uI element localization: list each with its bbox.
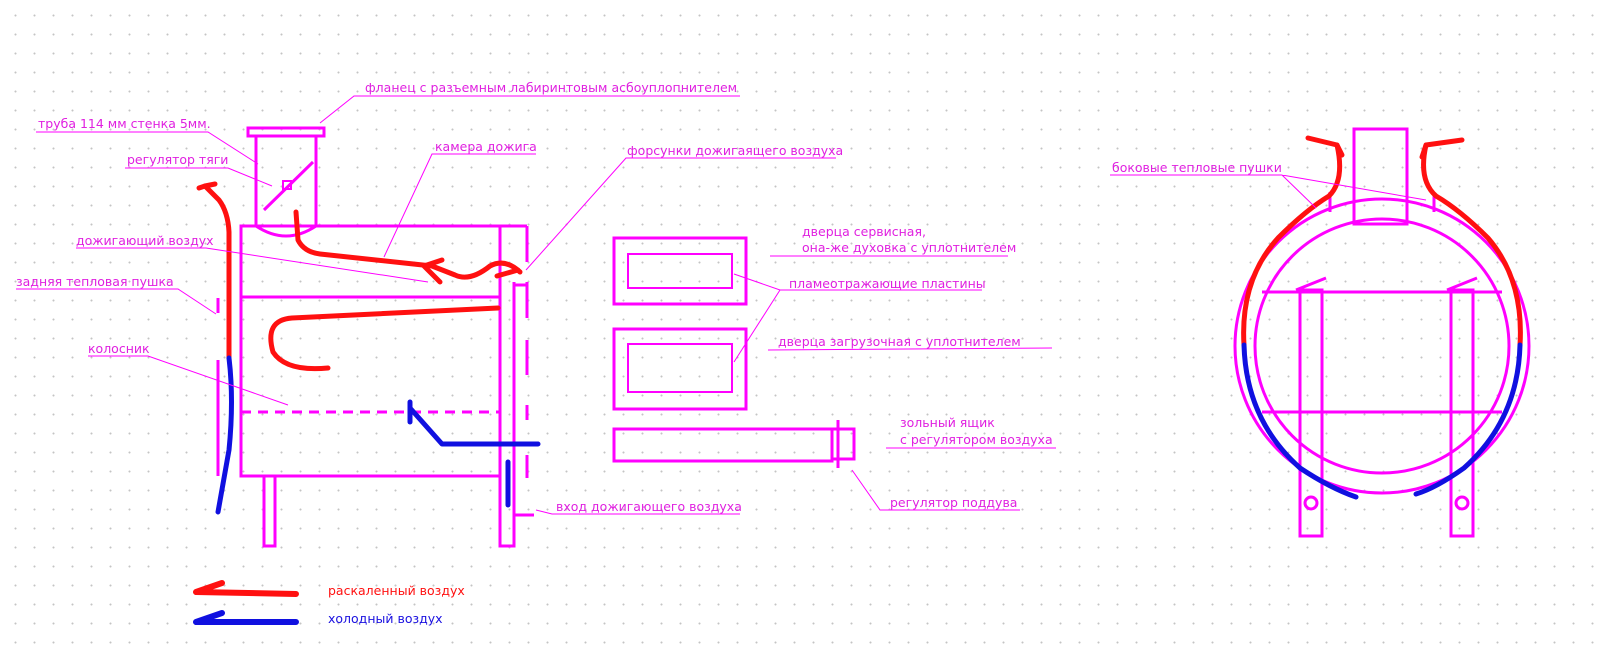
right-hot-arrow-head [1419, 137, 1465, 160]
leader-loading-door [767, 347, 1053, 351]
section-leg-right [1449, 288, 1475, 538]
label-afterburn-chamber: камера дожига [435, 139, 537, 154]
service-door [612, 236, 748, 306]
legend-hot-arrow [193, 580, 299, 597]
leg-hole-right [1454, 495, 1470, 511]
rear-cold-air-flow [215, 355, 234, 515]
chimney-pipe [254, 136, 318, 238]
draft-damper [262, 160, 315, 212]
inner-body [1253, 217, 1511, 475]
leader-grate [88, 355, 289, 406]
draft-damper-axle [282, 180, 292, 190]
stove-body [239, 224, 502, 478]
leader-side-guns [1110, 174, 1427, 209]
outer-shell [1233, 197, 1531, 495]
leader-chamber [383, 153, 536, 258]
leader-inlet [535, 509, 740, 515]
legend [193, 580, 299, 625]
left-cold-flow [1241, 342, 1359, 500]
right-hot-flow [1421, 142, 1523, 348]
leader-flange [319, 95, 740, 124]
label-pipe: труба 114 мм стенка 5мм. [38, 116, 211, 131]
leader-pipe [36, 131, 259, 165]
label-grate: колосник [88, 341, 150, 356]
label-loading-door: дверца загрузочная с уплотнителем [778, 334, 1021, 349]
stove-leg-rear [262, 476, 277, 548]
label-afterburn-air: дожигающий воздух [76, 233, 214, 248]
legend-cold-arrow [193, 610, 299, 625]
legend-cold-label: холодный воздух [328, 611, 443, 626]
left-hot-flow [1241, 142, 1343, 348]
chimney-flange [246, 126, 326, 138]
rear-hot-air-flow [202, 183, 232, 361]
label-flange: фланец с разъемным лабиринтовым асбоупло… [365, 80, 737, 95]
afterburn-hot-flow [293, 209, 523, 280]
label-ash-box-1: зольный ящик [900, 415, 995, 430]
section-leg-left [1298, 288, 1324, 538]
ash-cold-flow [407, 405, 541, 447]
leader-draft [125, 167, 273, 187]
loading-door [612, 327, 748, 411]
flame-plate-upper [627, 253, 733, 289]
legend-hot-label: раскаленный воздух [328, 583, 465, 598]
label-draft-regulator: регулятор тяги [127, 152, 228, 167]
section-chimney [1352, 127, 1409, 226]
label-side-heat-guns: боковые тепловые пушки [1112, 160, 1282, 175]
label-flame-plates: пламеотражающие пластины [789, 276, 986, 291]
ash-box-regulator [830, 427, 856, 461]
rear-hot-arrow-head [196, 181, 218, 191]
stove-leg-front [498, 440, 516, 548]
callout-labels: фланец с разъемным лабиринтовым асбоупло… [16, 80, 1282, 626]
stove-cross-section [1233, 127, 1531, 538]
label-rear-heat-gun: задняя тепловая пушка [16, 274, 174, 289]
firebox-hot-flow [268, 305, 501, 372]
callout-leaders [16, 95, 1427, 515]
leader-blower [851, 469, 1020, 511]
flame-plate-lower [627, 343, 733, 393]
ash-box [612, 427, 834, 463]
stove-front-view [612, 236, 856, 468]
leader-rear-gun [16, 288, 217, 315]
stove-side-view [216, 126, 534, 548]
leg-hole-left [1303, 495, 1319, 511]
label-service-door-2: она-же духовка с уплотнителем [802, 240, 1016, 255]
label-afterburn-inlet: вход дожигающего воздуха [556, 499, 742, 514]
label-service-door-1: дверца сервисная, [802, 224, 926, 239]
afterburn-hot-arrow-head [421, 257, 445, 285]
label-afterburn-nozzles: форсунки дожигаящего воздуха [627, 143, 843, 158]
label-ash-box-2: с регулятором воздуха [900, 432, 1053, 447]
left-hot-arrow-head [1305, 135, 1345, 158]
afterburn-air-flow [494, 267, 521, 279]
right-cold-flow [1413, 342, 1523, 497]
section-air-flows [1241, 135, 1523, 500]
leader-afterburn-air [76, 247, 429, 283]
leader-plates [733, 273, 982, 363]
leader-nozzles [525, 157, 836, 271]
side-view-air-flows [196, 181, 541, 515]
label-blower-regulator: регулятор поддува [890, 495, 1017, 510]
